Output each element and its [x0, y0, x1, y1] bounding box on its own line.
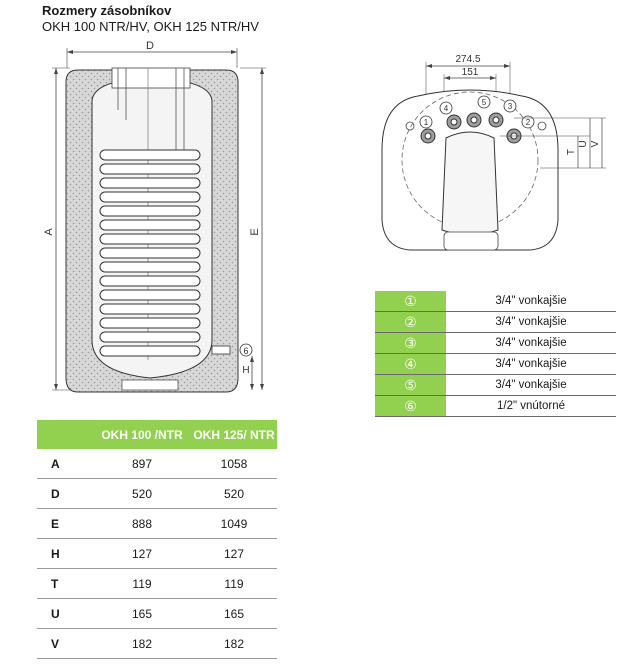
connection-description: 1/2" vnútorné — [446, 395, 616, 417]
page-subtitle: OKH 100 NTR/HV, OKH 125 NTR/HV — [42, 19, 259, 34]
dimension-key: U — [37, 598, 93, 629]
dimension-key: H — [37, 538, 93, 569]
page-title: Rozmery zásobníkov — [42, 3, 172, 18]
connection-description: 3/4" vonkajšie — [446, 311, 616, 333]
table-row: D 520 520 — [37, 478, 277, 509]
table-row: V 182 182 — [37, 628, 277, 659]
dimension-value-okh125: 119 — [191, 568, 277, 599]
table-row: A 897 1058 — [37, 449, 277, 479]
label-t: T — [566, 149, 577, 155]
dimension-key: D — [37, 478, 93, 509]
table-row: U 165 165 — [37, 598, 277, 629]
dim-outer-label: 274.5 — [455, 54, 480, 65]
dimension-value-okh100: 888 — [93, 508, 191, 539]
connection-description: 3/4" vonkajšie — [446, 353, 616, 375]
dimension-value-okh100: 520 — [93, 478, 191, 509]
port-label-3: 3 — [508, 102, 513, 111]
dim-inner-label: 151 — [462, 67, 479, 78]
connection-number: ③ — [375, 332, 446, 354]
table-row: ⑤ 3/4" vonkajšie — [375, 374, 616, 396]
header-cell-okh125: OKH 125/ NTR — [191, 420, 277, 449]
table-row: ③ 3/4" vonkajšie — [375, 332, 616, 354]
table-row: ④ 3/4" vonkajšie — [375, 353, 616, 375]
dimension-key: A — [37, 449, 93, 479]
dimension-value-okh100: 182 — [93, 628, 191, 659]
connection-description: 3/4" vonkajšie — [446, 332, 616, 354]
dimensions-table: OKH 100 /NTR OKH 125/ NTR A 897 1058 D 5… — [37, 420, 277, 659]
dimension-value-okh125: 1058 — [191, 449, 277, 479]
label-a: A — [43, 228, 55, 236]
connections-table: ① 3/4" vonkajšie ② 3/4" vonkajšie ③ 3/4"… — [375, 291, 616, 417]
connection-number: ① — [375, 291, 446, 312]
dimension-value-okh125: 165 — [191, 598, 277, 629]
dimension-value-okh125: 1049 — [191, 508, 277, 539]
connection-number: ④ — [375, 353, 446, 375]
label-e: E — [249, 228, 261, 235]
header-cell-key — [37, 420, 93, 449]
dimension-key: E — [37, 508, 93, 539]
table-row: T 119 119 — [37, 568, 277, 599]
dimension-value-okh125: 520 — [191, 478, 277, 509]
table-row: E 888 1049 — [37, 508, 277, 539]
connection-description: 3/4" vonkajšie — [446, 291, 616, 312]
connection-number: ⑤ — [375, 374, 446, 396]
table-row: ① 3/4" vonkajšie — [375, 291, 616, 312]
connection-description: 3/4" vonkajšie — [446, 374, 616, 396]
table-row: ⑥ 1/2" vnútorné — [375, 395, 616, 417]
label-port-6: 6 — [243, 346, 248, 356]
dimension-value-okh125: 127 — [191, 538, 277, 569]
port-label-1: 1 — [424, 118, 429, 127]
dimension-key: T — [37, 568, 93, 599]
dimension-value-okh100: 165 — [93, 598, 191, 629]
label-v: V — [590, 140, 601, 147]
dimension-value-okh100: 897 — [93, 449, 191, 479]
side-view-drawing: D A E 6 H — [43, 40, 266, 393]
connection-number: ⑥ — [375, 395, 446, 417]
port-label-2: 2 — [526, 118, 531, 127]
top-view-drawing: 274.5 151 1 2 3 4 5 — [381, 54, 606, 251]
table-row: ② 3/4" vonkajšie — [375, 311, 616, 333]
port-label-5: 5 — [482, 98, 487, 107]
dimension-value-okh100: 119 — [93, 568, 191, 599]
port-label-4: 4 — [444, 104, 449, 113]
header-cell-okh100: OKH 100 /NTR — [93, 420, 191, 449]
label-d: D — [146, 40, 154, 52]
label-u: U — [578, 140, 589, 147]
dimension-value-okh100: 127 — [93, 538, 191, 569]
dimension-key: V — [37, 628, 93, 659]
connection-number: ② — [375, 311, 446, 333]
dimension-value-okh125: 182 — [191, 628, 277, 659]
heating-coil — [99, 149, 201, 357]
table-header-row: OKH 100 /NTR OKH 125/ NTR — [37, 420, 277, 449]
table-row: H 127 127 — [37, 538, 277, 569]
label-h: H — [242, 365, 249, 376]
